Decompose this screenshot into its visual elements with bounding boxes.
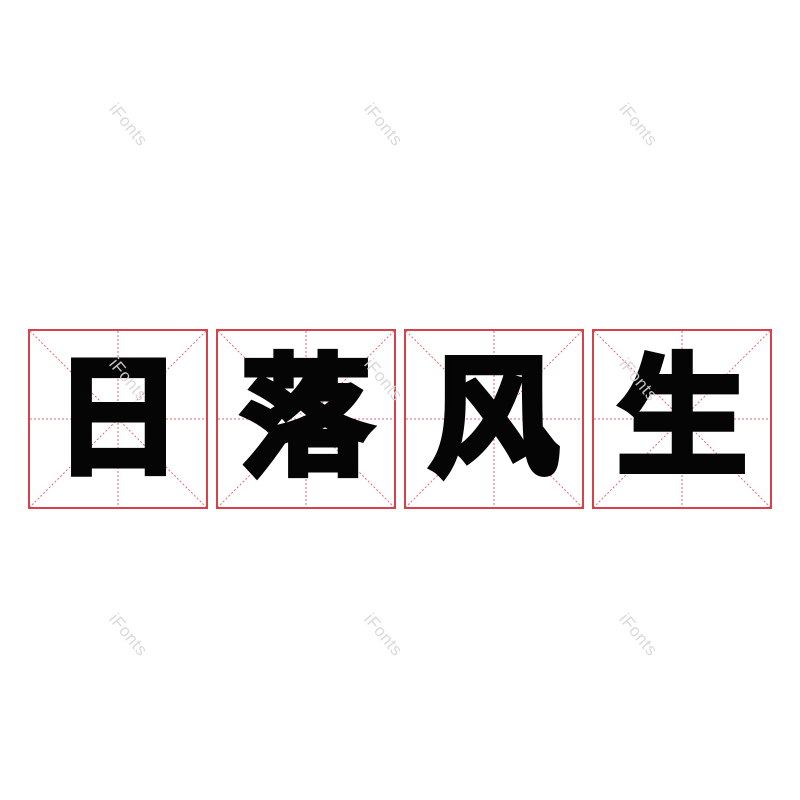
watermark-text: iFonts	[615, 609, 662, 660]
character-cell-2: 落	[216, 329, 396, 509]
mizige-guides	[406, 331, 582, 507]
character-glyph: 生	[614, 344, 749, 493]
mizige-guides	[218, 331, 394, 507]
character-glyph: 日	[50, 344, 185, 493]
watermark-text: iFonts	[360, 609, 407, 660]
mizige-guides	[594, 331, 770, 507]
character-glyph: 风	[426, 344, 561, 493]
watermark-text: iFonts	[615, 99, 662, 150]
character-cell-3: 风	[404, 329, 584, 509]
watermark-text: iFonts	[105, 609, 152, 660]
character-grid: 日 落 风 生	[28, 329, 772, 509]
watermark-text: iFonts	[105, 99, 152, 150]
character-glyph: 落	[238, 344, 373, 493]
character-cell-4: 生	[592, 329, 772, 509]
watermark-text: iFonts	[360, 99, 407, 150]
character-cell-1: 日	[28, 329, 208, 509]
mizige-guides	[30, 331, 206, 507]
